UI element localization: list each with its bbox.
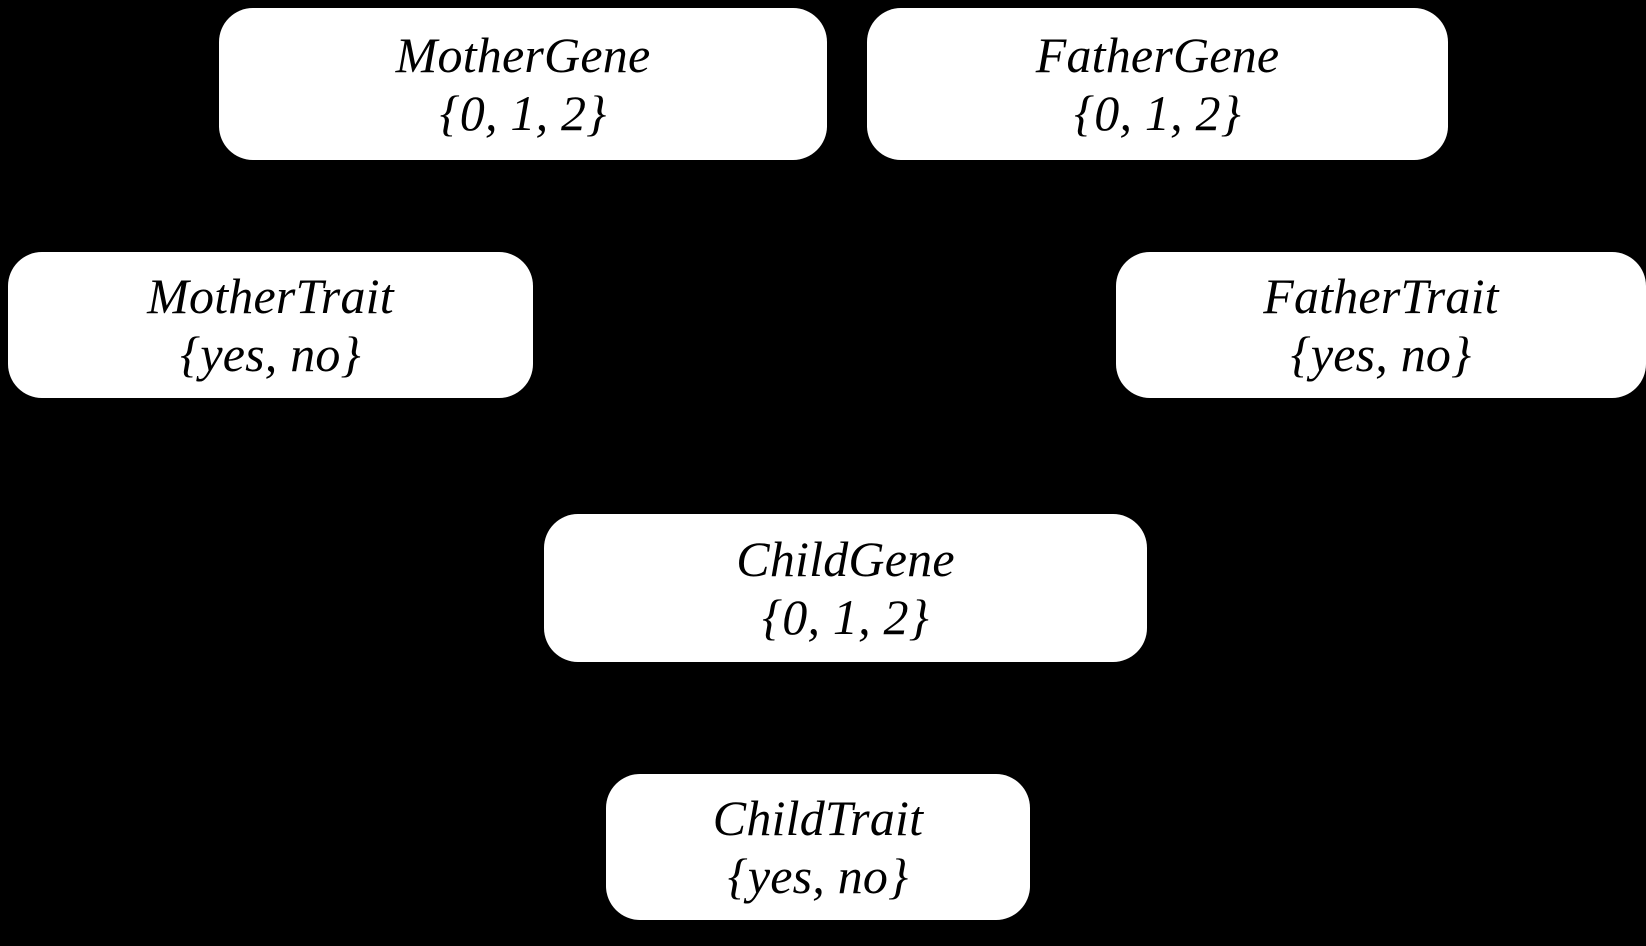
node-child-gene-domain: {0, 1, 2} xyxy=(762,589,929,645)
node-child-gene-label: ChildGene xyxy=(736,531,955,587)
node-child-trait-domain: {yes, no} xyxy=(727,848,909,904)
node-mother-trait[interactable]: MotherTrait {yes, no} xyxy=(8,252,533,398)
node-child-trait[interactable]: ChildTrait {yes, no} xyxy=(606,774,1030,920)
node-father-gene-label: FatherGene xyxy=(1035,27,1280,83)
node-father-trait-label: FatherTrait xyxy=(1263,268,1499,324)
node-father-trait-domain: {yes, no} xyxy=(1290,326,1472,382)
node-child-trait-label: ChildTrait xyxy=(712,790,924,846)
node-father-gene-domain: {0, 1, 2} xyxy=(1074,85,1241,141)
node-mother-gene-domain: {0, 1, 2} xyxy=(439,85,607,141)
node-father-trait[interactable]: FatherTrait {yes, no} xyxy=(1116,252,1646,398)
node-child-gene[interactable]: ChildGene {0, 1, 2} xyxy=(544,514,1147,662)
node-father-gene[interactable]: FatherGene {0, 1, 2} xyxy=(867,8,1448,160)
node-mother-trait-domain: {yes, no} xyxy=(180,326,361,382)
node-mother-trait-label: MotherTrait xyxy=(147,268,394,324)
node-mother-gene-label: MotherGene xyxy=(395,27,651,83)
node-mother-gene[interactable]: MotherGene {0, 1, 2} xyxy=(219,8,827,160)
